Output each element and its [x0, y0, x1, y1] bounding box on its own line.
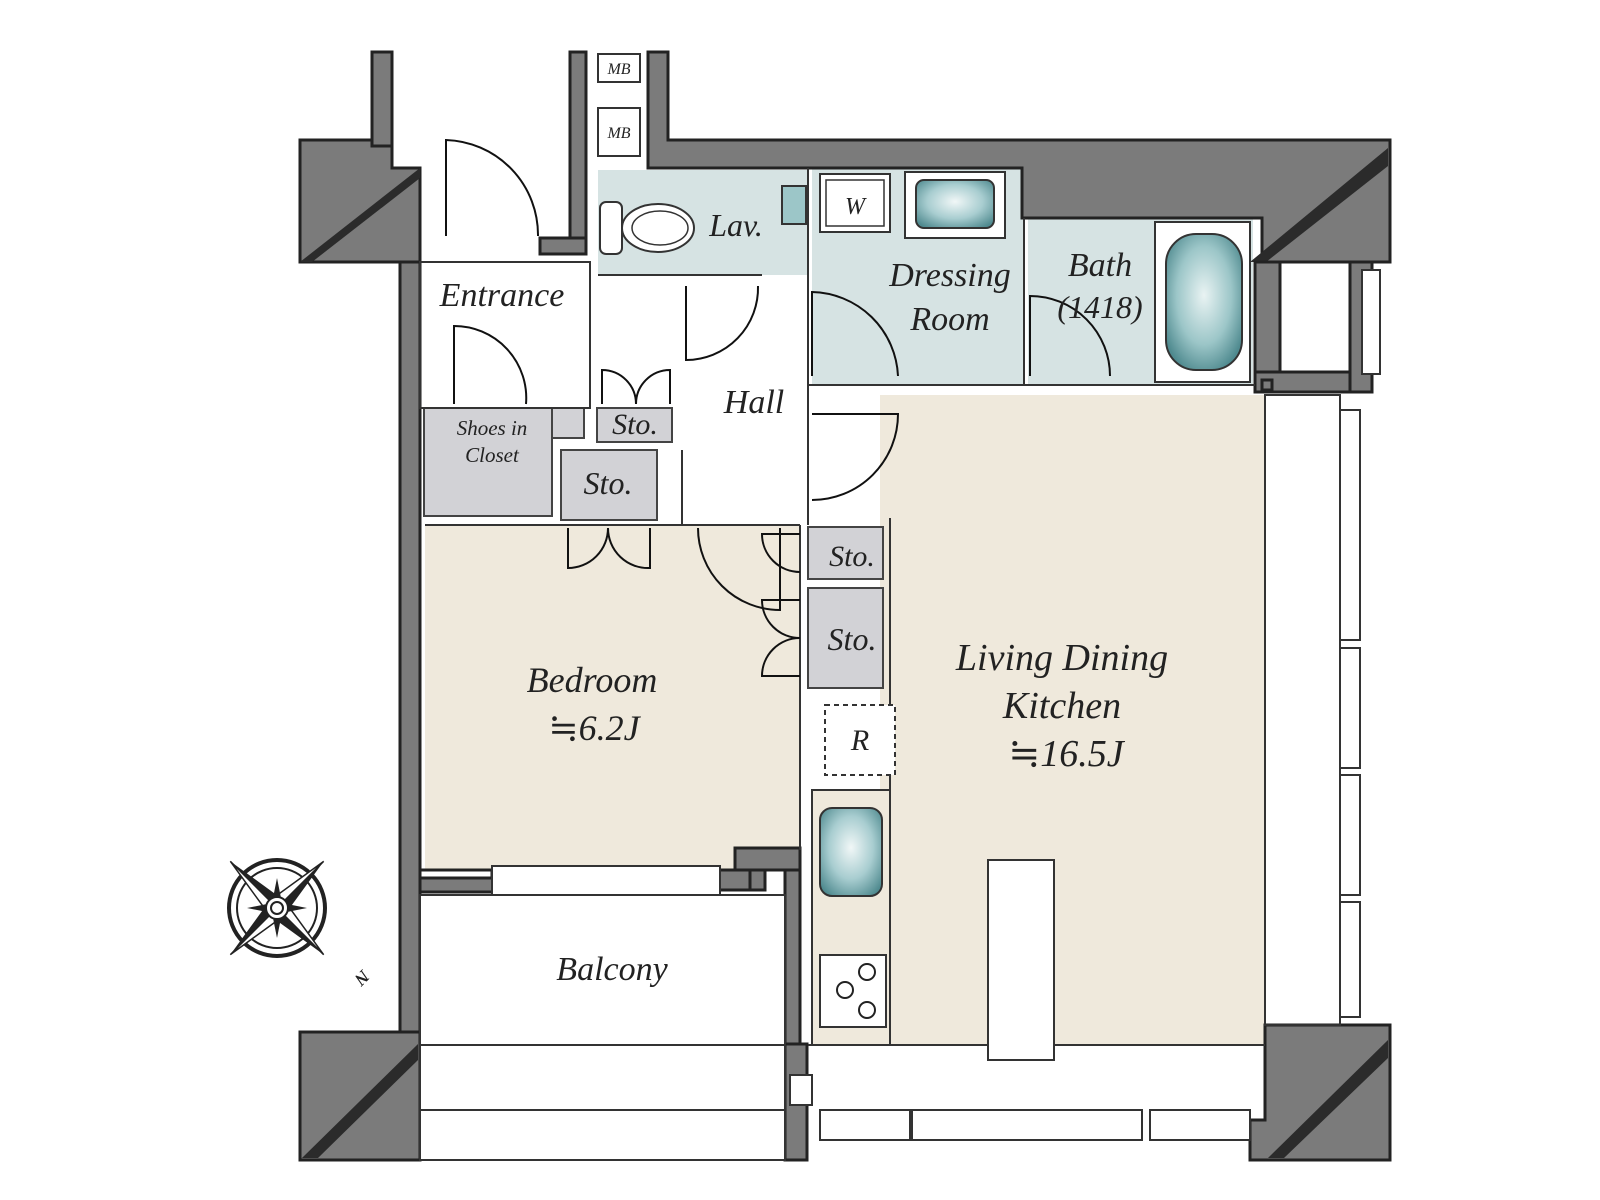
washer-label: W	[845, 194, 867, 220]
storage-entrance-label: Sto.	[612, 408, 658, 441]
ldk-door-swing	[811, 413, 900, 501]
dressing-door-swing	[811, 290, 899, 377]
bedroom-floor	[425, 525, 800, 870]
storage-entrance-doors	[601, 368, 671, 405]
hall-label: Hall	[723, 384, 784, 421]
storage-ldk-2-label: Sto.	[828, 621, 877, 657]
ldk-area: ≒16.5J	[1008, 733, 1125, 775]
shoes-closet-label-1: Shoes in	[457, 416, 528, 440]
meter-box-1	[597, 53, 641, 83]
ldk-windows	[1339, 269, 1381, 1018]
fridge-space	[824, 704, 896, 776]
wall-corner-bottom-left-diagonal	[302, 1044, 418, 1158]
shoes-closet	[423, 407, 553, 517]
bathtub	[1165, 233, 1243, 371]
balcony-label: Balcony	[556, 951, 668, 988]
storage-ldk-doors	[760, 533, 801, 677]
entrance-outline	[419, 261, 591, 409]
kitchen-island	[987, 859, 1055, 1061]
burner-icons	[836, 963, 876, 1019]
ldk-right-window-strip	[1264, 394, 1341, 1026]
bath-label-1: Bath	[1068, 247, 1132, 284]
storage-ldk-1-label: Sto.	[829, 540, 875, 573]
dressing-room-label-1: Dressing	[888, 257, 1011, 294]
kitchen-sink	[819, 807, 883, 897]
bedroom-label: Bedroom	[527, 660, 658, 700]
meter-box-2	[597, 107, 641, 157]
balcony-area	[419, 894, 786, 1046]
wall-corner-bottom-right-diagonal	[1268, 1040, 1388, 1158]
washer-inner	[825, 179, 885, 227]
wall-entrance-bottom	[538, 236, 588, 256]
shoes-closet-label-2: Closet	[465, 443, 520, 467]
lavatory-counter	[781, 185, 807, 225]
wall-bedroom-right	[733, 846, 802, 872]
wall-corner-top-right-diagonal	[1250, 148, 1388, 262]
washer	[819, 173, 891, 233]
compass-north-label: N	[350, 966, 375, 991]
balcony-outer	[419, 1044, 786, 1161]
wall-corner-bottom-right	[1248, 1023, 1392, 1162]
entrance-door-swing	[453, 324, 528, 405]
toilet-tank	[599, 201, 623, 255]
meter-box-2-label: MB	[606, 125, 630, 142]
ldk-floor	[880, 395, 1265, 1045]
front-door-swing	[445, 138, 540, 237]
lavatory-label: Lav.	[708, 207, 763, 243]
bedroom-area: ≒6.2J	[548, 708, 641, 748]
wall-left	[398, 260, 422, 1034]
wall-right-bath	[1253, 260, 1282, 394]
bath-door-swing	[1029, 294, 1111, 377]
wall-corner-top-left	[298, 138, 422, 264]
storage-bedroom-doors	[567, 527, 651, 570]
washbasin-sink	[915, 179, 995, 229]
meter-box-1-label: MB	[606, 61, 630, 78]
storage-ldk-2	[807, 587, 884, 689]
wall-corner-bottom-left	[298, 1030, 422, 1162]
lavatory-door-swing	[685, 285, 760, 362]
toilet-seat	[631, 210, 689, 246]
storage-bedroom	[560, 449, 658, 521]
shoes-closet-shelf	[551, 407, 585, 439]
bottom-windows	[491, 865, 1251, 1141]
entrance-label: Entrance	[439, 277, 565, 314]
storage-ldk-1	[807, 526, 884, 580]
compass-icon	[227, 858, 327, 958]
wall-ldk-right-top	[1260, 378, 1274, 392]
storage-entrance	[596, 407, 673, 443]
wall-balcony-divider	[418, 876, 496, 894]
fridge-label: R	[850, 724, 869, 757]
bedroom-door-swing	[697, 527, 781, 612]
bath-label-2: (1418)	[1057, 289, 1142, 325]
wall-entrance-left	[370, 50, 394, 148]
wall-corner-top-left-diagonal	[300, 168, 420, 262]
ldk-label-2: Kitchen	[1002, 685, 1121, 727]
wall-entrance-right	[568, 50, 588, 254]
ldk-label-1: Living Dining	[955, 637, 1168, 679]
dressing-room-label-2: Room	[909, 301, 989, 338]
storage-bedroom-label: Sto.	[584, 465, 633, 501]
